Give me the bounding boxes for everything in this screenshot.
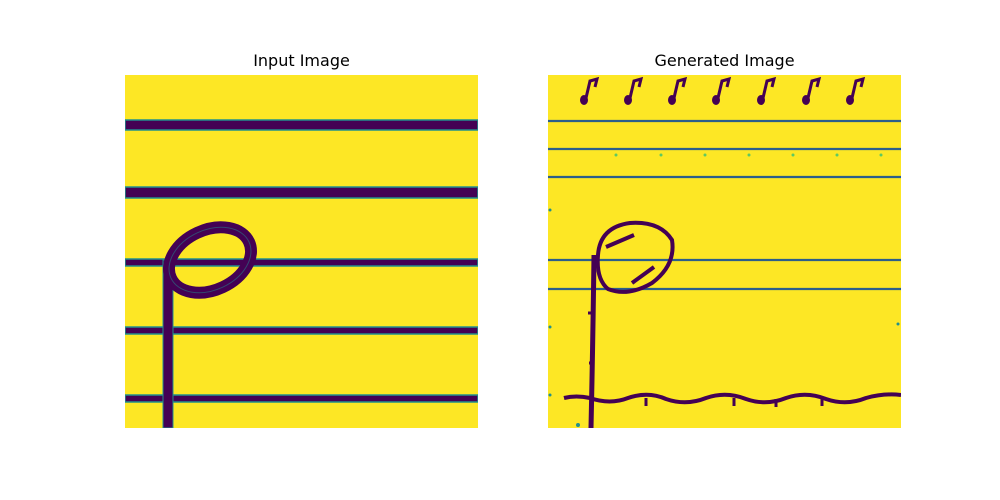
generated-image-canvas (548, 75, 901, 428)
generated-top-notes (580, 76, 866, 105)
input-background (125, 75, 478, 428)
generated-stem-marks (588, 311, 595, 365)
generated-image-title: Generated Image (654, 51, 795, 70)
input-staff-line-1 (125, 119, 478, 131)
generated-top-note-7 (846, 76, 866, 105)
input-image-canvas (125, 75, 478, 428)
input-staff-line-4 (125, 326, 478, 335)
generated-note-head (595, 220, 675, 294)
input-staff-line-2 (125, 186, 478, 199)
input-staff-line-3 (125, 258, 478, 267)
generated-wavy-ticks (644, 398, 824, 407)
input-image-title: Input Image (253, 51, 350, 70)
input-note-head-edge (168, 226, 252, 294)
generated-faint-dots (614, 153, 883, 157)
generated-top-note-6 (802, 76, 822, 105)
generated-background (548, 75, 901, 428)
generated-note-head-inner-stroke-1 (605, 233, 635, 249)
generated-wavy-line (563, 392, 901, 405)
generated-image-panel (548, 75, 901, 428)
generated-top-note-3 (668, 76, 688, 105)
generated-top-note-2 (624, 76, 644, 105)
generated-staff-lines (548, 119, 901, 291)
input-staff-line-5 (125, 394, 478, 403)
generated-edge-specks (548, 208, 900, 427)
generated-note-stem (588, 254, 597, 428)
input-image-panel (125, 75, 478, 428)
generated-top-note-4 (712, 76, 732, 105)
generated-top-note-1 (580, 76, 600, 105)
generated-top-note-5 (757, 76, 777, 105)
generated-note-head-inner-stroke-2 (630, 265, 656, 285)
